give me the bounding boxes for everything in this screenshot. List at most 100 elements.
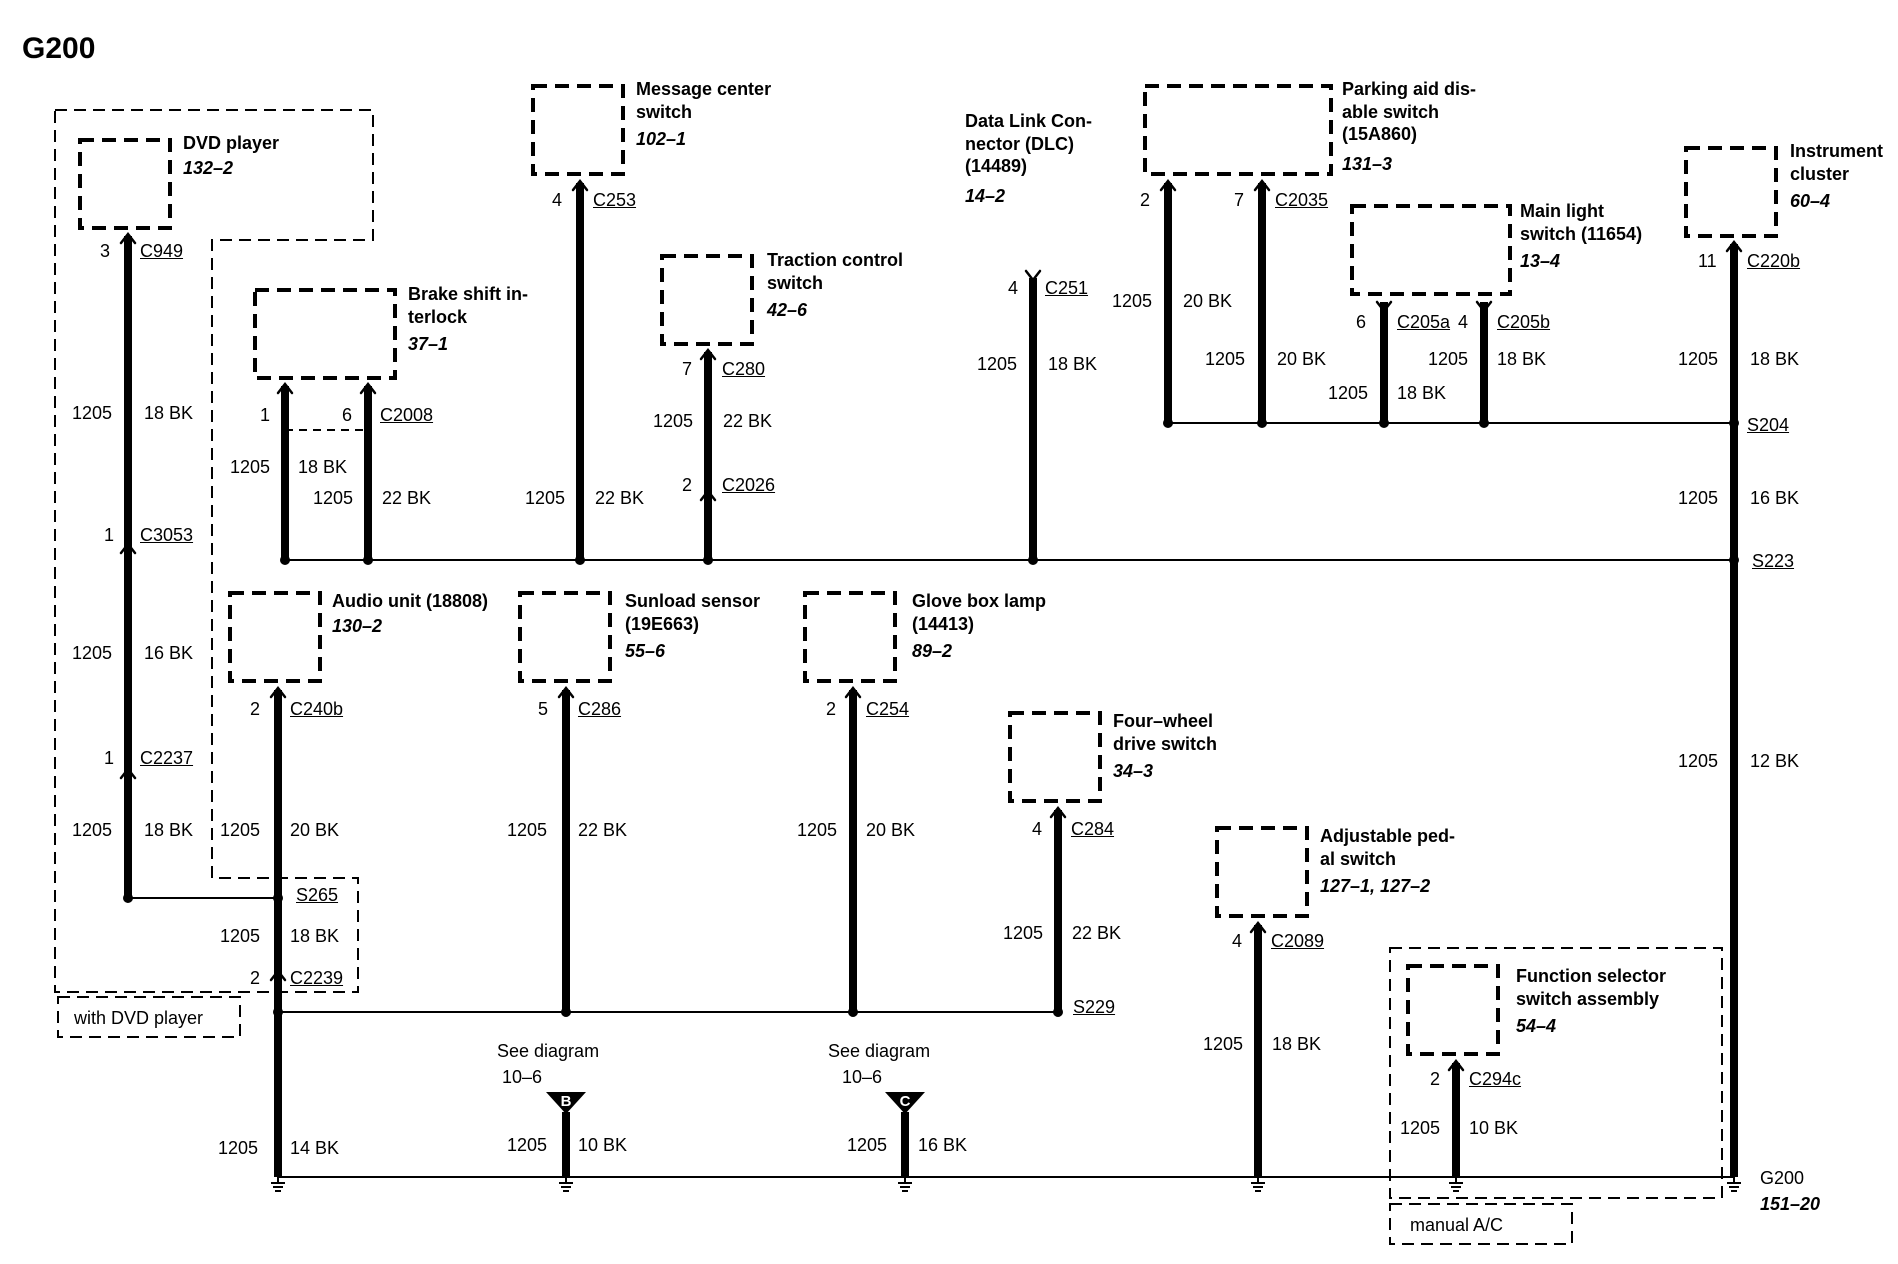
fork-c2237 — [119, 766, 137, 780]
component-label: Main light switch (11654) — [1520, 201, 1643, 244]
component-label: Sunload sensor (19E663) — [625, 591, 761, 634]
dvd-option-outline — [54, 109, 374, 993]
see-diagram-marker-b — [546, 1092, 586, 1114]
component-label: Parking aid dis- able switch (15A860) — [1342, 79, 1477, 144]
page-title: G200 — [22, 32, 96, 65]
connector-label: C286 — [578, 699, 622, 719]
component-ref: 55–6 — [625, 641, 666, 661]
connector-label: C2035 — [1275, 190, 1329, 210]
dvd-option-note: with DVD player — [74, 1008, 204, 1028]
component-label: Glove box lamp (14413) — [912, 591, 1047, 634]
pin-number: 4 — [1232, 931, 1243, 951]
circuit-number: 1205 — [507, 1135, 548, 1155]
wire-gauge: 22 BK — [382, 488, 432, 508]
fork-c2035-7 — [1253, 178, 1271, 192]
connector-label: C949 — [140, 241, 184, 261]
pin-number: 11 — [1698, 251, 1717, 271]
pin-number: 1 — [260, 405, 271, 425]
see-diagram-label: See diagram — [497, 1041, 600, 1061]
pin-number: 2 — [1430, 1069, 1441, 1089]
fork-c253 — [571, 178, 589, 192]
wire-gauge: 22 BK — [723, 411, 773, 431]
wire-gauge: 10 BK — [1469, 1118, 1519, 1138]
circuit-number: 1205 — [847, 1135, 888, 1155]
component-label: Adjustable ped- al switch — [1320, 826, 1456, 869]
wire-gauge: 14 BK — [290, 1138, 340, 1158]
pin-number: 2 — [250, 968, 261, 988]
sunload-sensor-box — [518, 591, 612, 683]
splice-dot — [1379, 418, 1389, 428]
circuit-number: 1205 — [1203, 1034, 1244, 1054]
connector-label: C253 — [593, 190, 637, 210]
fork-c205a — [1375, 300, 1393, 314]
splice-dot — [1479, 418, 1489, 428]
fork-c2035-2 — [1159, 178, 1177, 192]
pin-number: 4 — [1032, 819, 1043, 839]
glove-box-lamp-box — [803, 591, 897, 683]
connector-label: C205a — [1397, 312, 1451, 332]
connector-label: C205b — [1497, 312, 1551, 332]
wire-gauge: 12 BK — [1750, 751, 1800, 771]
circuit-number: 1205 — [72, 820, 113, 840]
fork-c284 — [1049, 805, 1067, 819]
fork-c240b — [269, 685, 287, 699]
fork-c2008-6 — [359, 381, 377, 395]
component-ref: 42–6 — [767, 300, 808, 320]
parking-aid-switch-box — [1143, 84, 1333, 176]
circuit-number: 1205 — [1428, 349, 1469, 369]
pin-number: 6 — [1356, 312, 1367, 332]
connector-label: C2237 — [140, 748, 194, 768]
circuit-number: 1205 — [1205, 349, 1246, 369]
fork-c2089 — [1249, 920, 1267, 934]
circuit-number: 1205 — [218, 1138, 259, 1158]
pin-number: 5 — [538, 699, 549, 719]
see-diagram-ref: 10–6 — [502, 1067, 543, 1087]
component-label: Message center switch — [636, 79, 772, 122]
wire-gauge: 18 BK — [1272, 1034, 1322, 1054]
circuit-number: 1205 — [797, 820, 838, 840]
see-diagram-label: See diagram — [828, 1041, 931, 1061]
wire-gauge: 22 BK — [595, 488, 645, 508]
circuit-number: 1205 — [72, 403, 113, 423]
connector-label: C2089 — [1271, 931, 1325, 951]
component-label: Audio unit (18808) — [332, 591, 489, 611]
pin-number: 2 — [250, 699, 261, 719]
marker-b-letter: B — [561, 1093, 572, 1110]
wire-gauge: 18 BK — [1497, 349, 1547, 369]
connector-label: C3053 — [140, 525, 194, 545]
circuit-number: 1205 — [1328, 383, 1369, 403]
wire-gauge: 18 BK — [144, 820, 194, 840]
manual-ac-outline — [1389, 947, 1723, 1199]
connector-label: C240b — [290, 699, 344, 719]
component-label: DVD player — [183, 133, 280, 153]
function-selector-switch-box — [1406, 964, 1500, 1056]
component-label: Function selector switch assembly — [1516, 966, 1667, 1009]
splice-dot — [273, 1007, 283, 1017]
splice-dot — [561, 1007, 571, 1017]
component-ref: 89–2 — [912, 641, 953, 661]
splice-dot — [1028, 555, 1038, 565]
manual-ac-note: manual A/C — [1410, 1215, 1504, 1235]
component-ref: 127–1, 127–2 — [1320, 876, 1431, 896]
wire-gauge: 22 BK — [578, 820, 628, 840]
fork-c2008-1 — [276, 381, 294, 395]
fork-c286 — [557, 685, 575, 699]
pin-number: 6 — [342, 405, 353, 425]
fork-c220b — [1725, 239, 1743, 253]
wire-gauge: 18 BK — [1397, 383, 1447, 403]
fork-c2239 — [269, 968, 287, 982]
ground-icon — [1449, 1177, 1463, 1192]
circuit-number: 1205 — [1678, 751, 1719, 771]
fork-c205b — [1475, 300, 1493, 314]
circuit-number: 1205 — [507, 820, 548, 840]
wire-gauge: 18 BK — [144, 403, 194, 423]
wire-gauge: 20 BK — [1183, 291, 1233, 311]
connector-label: C2008 — [380, 405, 434, 425]
circuit-number: 1205 — [1678, 349, 1719, 369]
connector-label: C254 — [866, 699, 910, 719]
component-ref: 131–3 — [1342, 154, 1393, 174]
ground-icon — [1251, 1177, 1265, 1192]
ground-ref: 151–20 — [1760, 1194, 1821, 1214]
splice-dot — [1729, 418, 1739, 428]
splice-dot — [1729, 555, 1739, 565]
